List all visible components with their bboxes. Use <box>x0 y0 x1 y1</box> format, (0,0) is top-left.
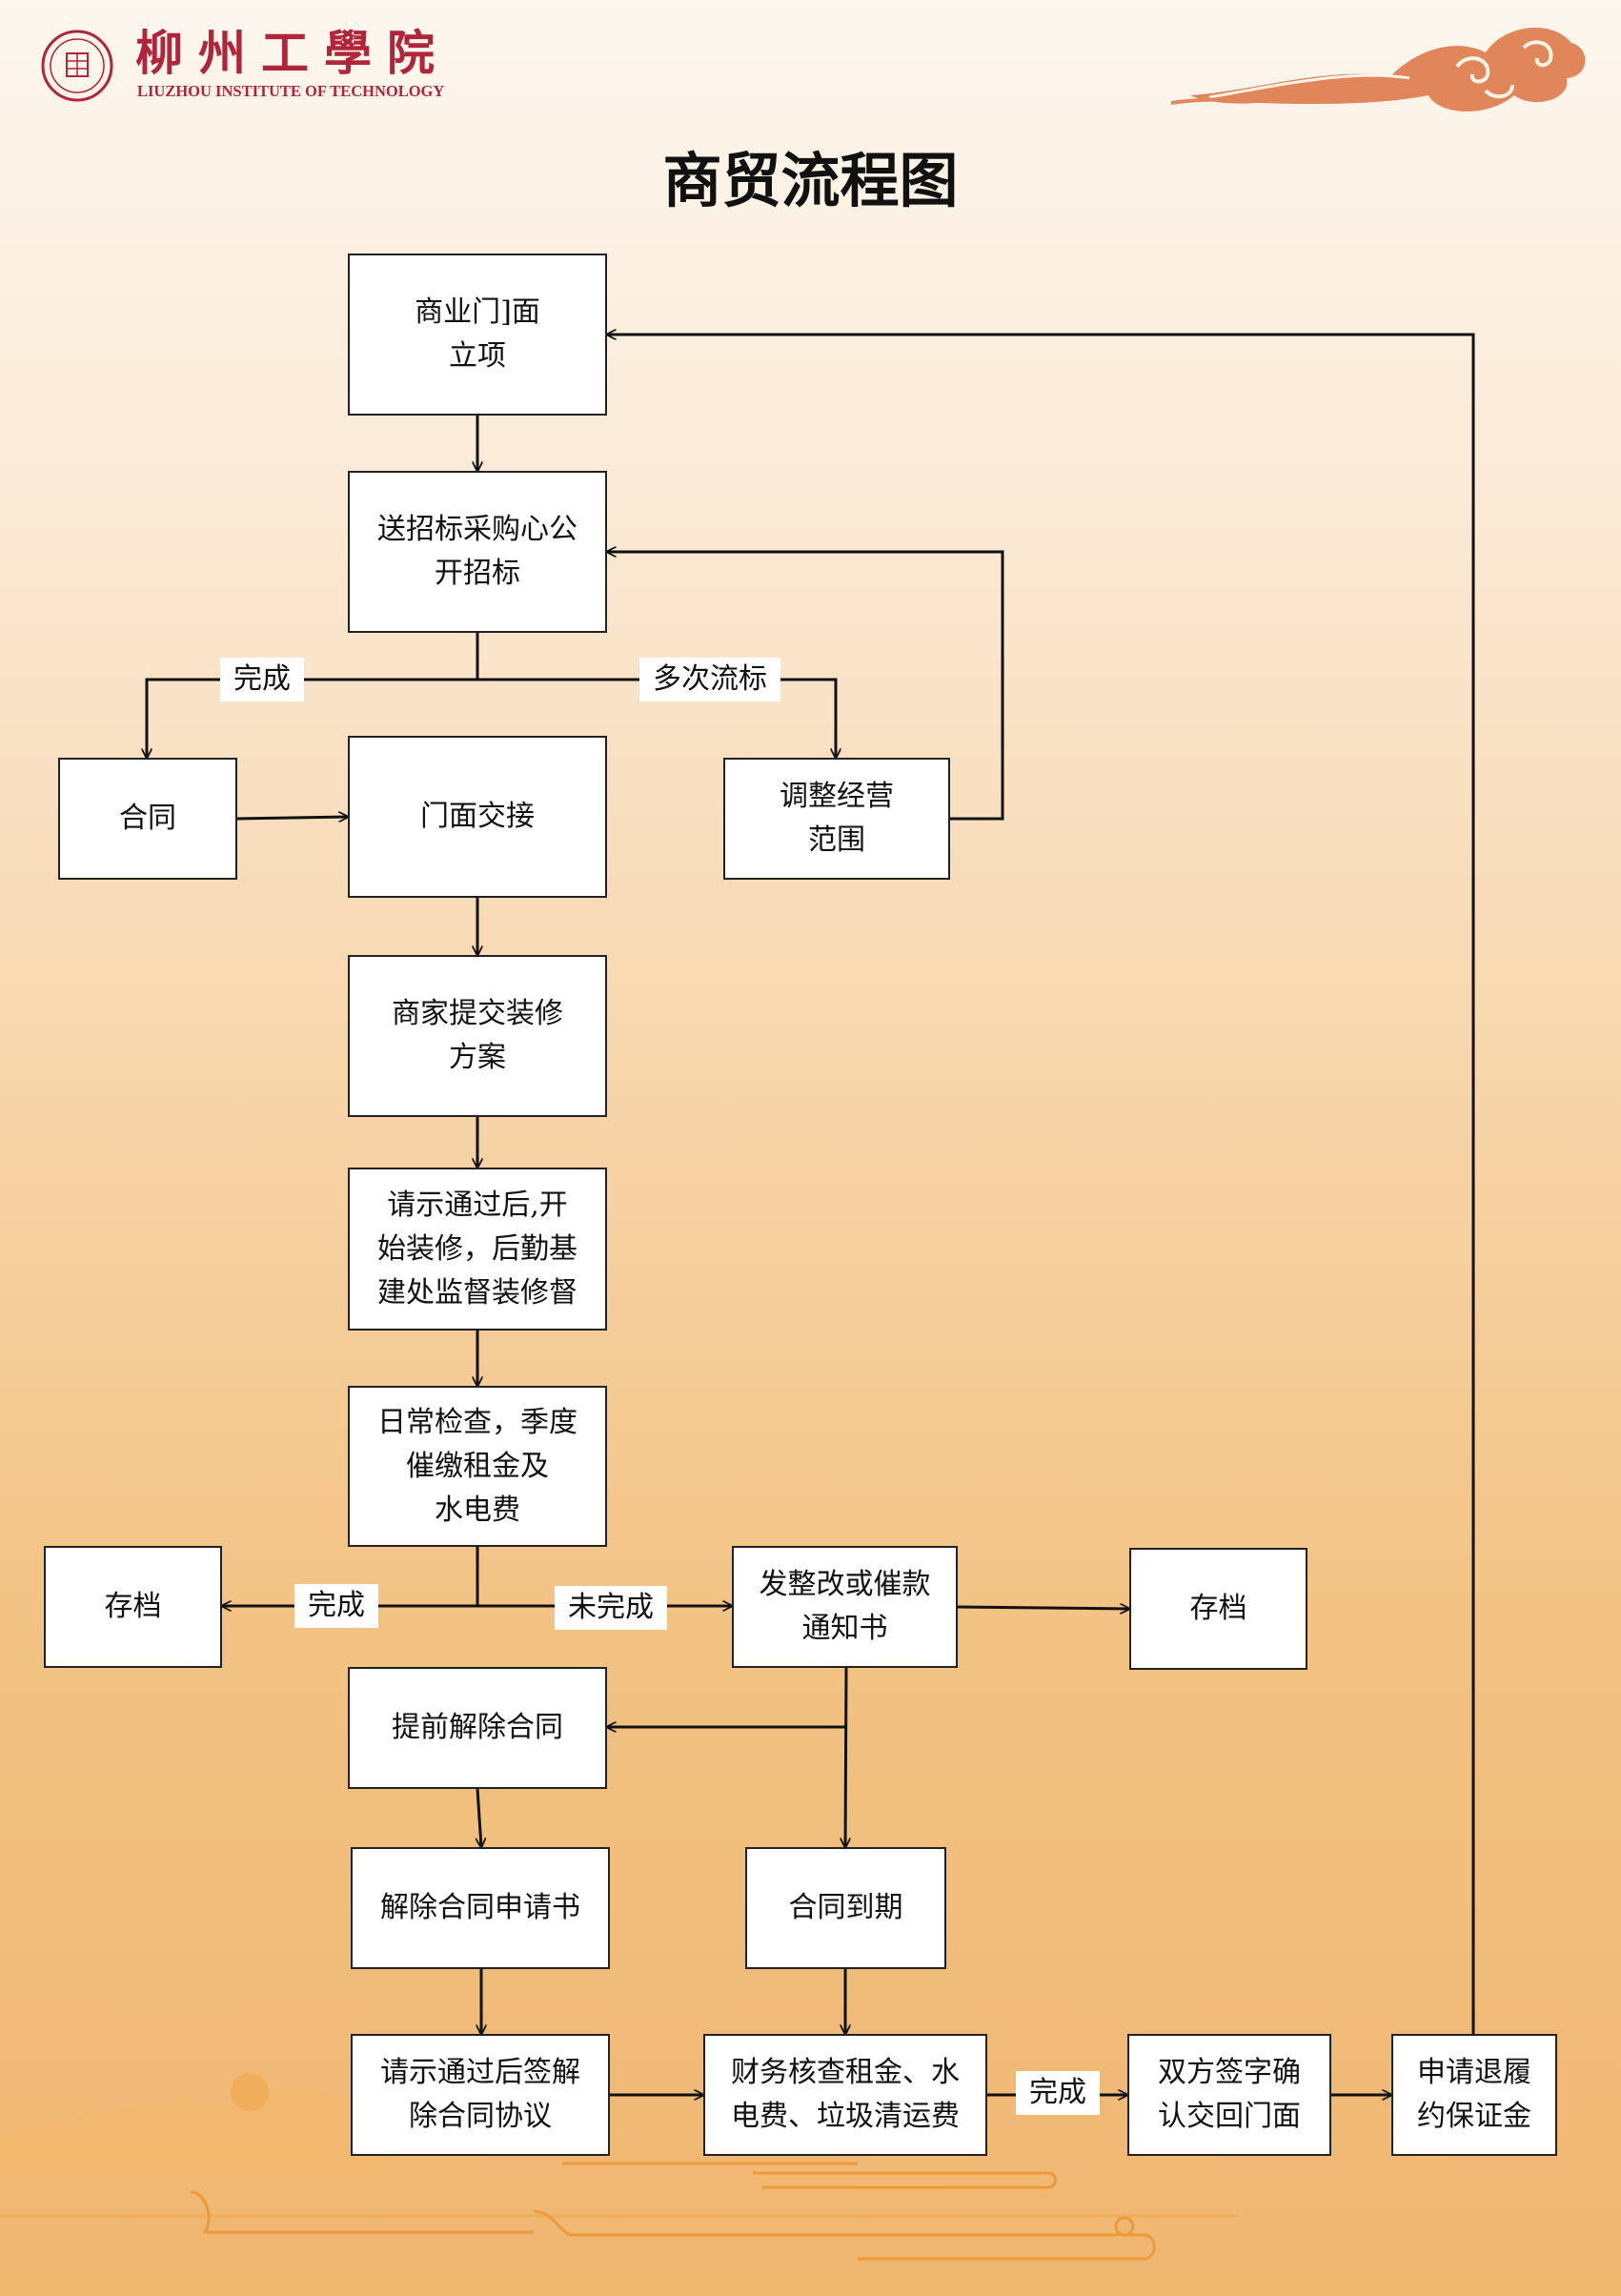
node-n12: 提前解除合同 <box>348 1667 607 1789</box>
node-n14-line-0: 合同到期 <box>788 1891 903 1924</box>
bottom-wave-decoration <box>0 2073 1239 2261</box>
node-n15-line-1: 除合同协议 <box>409 2100 552 2133</box>
node-n10: 发整改或催款通知书 <box>732 1546 958 1668</box>
edge-label-n8-n9: 完成 <box>294 1584 378 1628</box>
seal-icon <box>41 30 113 102</box>
node-n6: 商家提交装修方案 <box>348 955 607 1117</box>
node-n5: 调整经营范围 <box>723 758 950 880</box>
node-n5-line-1: 范围 <box>808 823 865 857</box>
node-n2: 送招标采购心公开招标 <box>348 471 607 633</box>
node-n6-line-1: 方案 <box>449 1041 506 1074</box>
node-n8-line-2: 水电费 <box>435 1493 520 1527</box>
node-n3-line-0: 合同 <box>119 802 176 835</box>
edge-split-n5 <box>477 678 836 758</box>
node-n9-line-0: 存档 <box>104 1590 162 1623</box>
node-n18-line-1: 约保证金 <box>1417 2100 1531 2133</box>
edge-split-n3 <box>147 678 477 758</box>
node-n4: 门面交接 <box>348 736 607 898</box>
node-n7-line-0: 请示通过后,开 <box>387 1188 568 1222</box>
node-n2-line-1: 开招标 <box>435 557 520 590</box>
node-n9: 存档 <box>44 1546 222 1668</box>
institute-logo: 柳州工學院 LIUZHOU INSTITUTE OF TECHNOLOGY <box>40 25 459 105</box>
node-n2-line-0: 送招标采购心公 <box>377 513 577 546</box>
node-n5-line-0: 调整经营 <box>780 780 894 813</box>
node-n15: 请示通过后签解除合同协议 <box>351 2034 610 2156</box>
edge-n10-n11 <box>956 1607 1129 1609</box>
page-title: 商贸流程图 <box>662 146 959 215</box>
node-n8-line-1: 催缴租金及 <box>406 1449 549 1483</box>
edge-label-n16-n17: 完成 <box>1016 2071 1100 2115</box>
node-n4-line-0: 门面交接 <box>420 800 535 833</box>
node-n17-line-1: 认交回门面 <box>1158 2100 1301 2133</box>
node-n17: 双方签字确认交回门面 <box>1127 2034 1331 2156</box>
node-n7-line-2: 建处监督装修督 <box>377 1275 577 1310</box>
node-n8: 日常检查，季度催缴租金及水电费 <box>348 1386 607 1547</box>
logo-english-name: LIUZHOU INSTITUTE OF TECHNOLOGY <box>137 82 445 100</box>
node-n1-line-1: 立项 <box>449 339 506 373</box>
node-n6-line-0: 商家提交装修 <box>392 997 563 1030</box>
node-n13: 解除合同申请书 <box>351 1847 610 1969</box>
node-n11-line-0: 存档 <box>1189 1592 1247 1625</box>
logo-chinese-name: 柳州工學院 <box>135 25 450 81</box>
node-n10-line-0: 发整改或催款 <box>759 1568 931 1601</box>
node-n15-line-0: 请示通过后签解 <box>380 2056 580 2089</box>
edge-n12-n13 <box>477 1788 481 1847</box>
node-n3: 合同 <box>58 758 237 880</box>
node-n13-line-0: 解除合同申请书 <box>380 1891 580 1924</box>
edge-n5-n2 <box>607 552 1004 821</box>
edge-label-n8-n10: 未完成 <box>555 1586 667 1630</box>
node-n1: 商业门]面立项 <box>348 254 607 416</box>
node-n11: 存档 <box>1129 1548 1307 1670</box>
auspicious-cloud-decoration <box>1171 27 1586 112</box>
node-n12-line-0: 提前解除合同 <box>392 1711 563 1744</box>
edge-n10-n14 <box>845 1666 846 1847</box>
node-n7: 请示通过后,开始装修，后勤基建处监督装修督 <box>348 1168 607 1331</box>
edge-n18-n1 <box>607 335 1475 2034</box>
node-n14: 合同到期 <box>745 1847 946 1969</box>
node-n16-line-1: 电费、垃圾清运费 <box>731 2100 960 2133</box>
node-n16: 财务核查租金、水电费、垃圾清运费 <box>703 2034 987 2156</box>
edge-label-n2-n5: 多次流标 <box>639 658 780 701</box>
node-n1-line-0: 商业门]面 <box>415 295 540 329</box>
node-n18: 申请退履约保证金 <box>1391 2034 1557 2156</box>
edge-label-n2-n3: 完成 <box>220 658 304 701</box>
node-n18-line-0: 申请退履 <box>1417 2056 1531 2089</box>
node-n17-line-0: 双方签字确 <box>1158 2056 1301 2089</box>
node-n16-line-0: 财务核查租金、水 <box>731 2056 960 2089</box>
node-n10-line-1: 通知书 <box>801 1612 888 1645</box>
node-n8-line-0: 日常检查，季度 <box>377 1405 577 1439</box>
node-n7-line-1: 始装修，后勤基 <box>377 1231 577 1266</box>
edge-n3-n4 <box>235 817 348 819</box>
